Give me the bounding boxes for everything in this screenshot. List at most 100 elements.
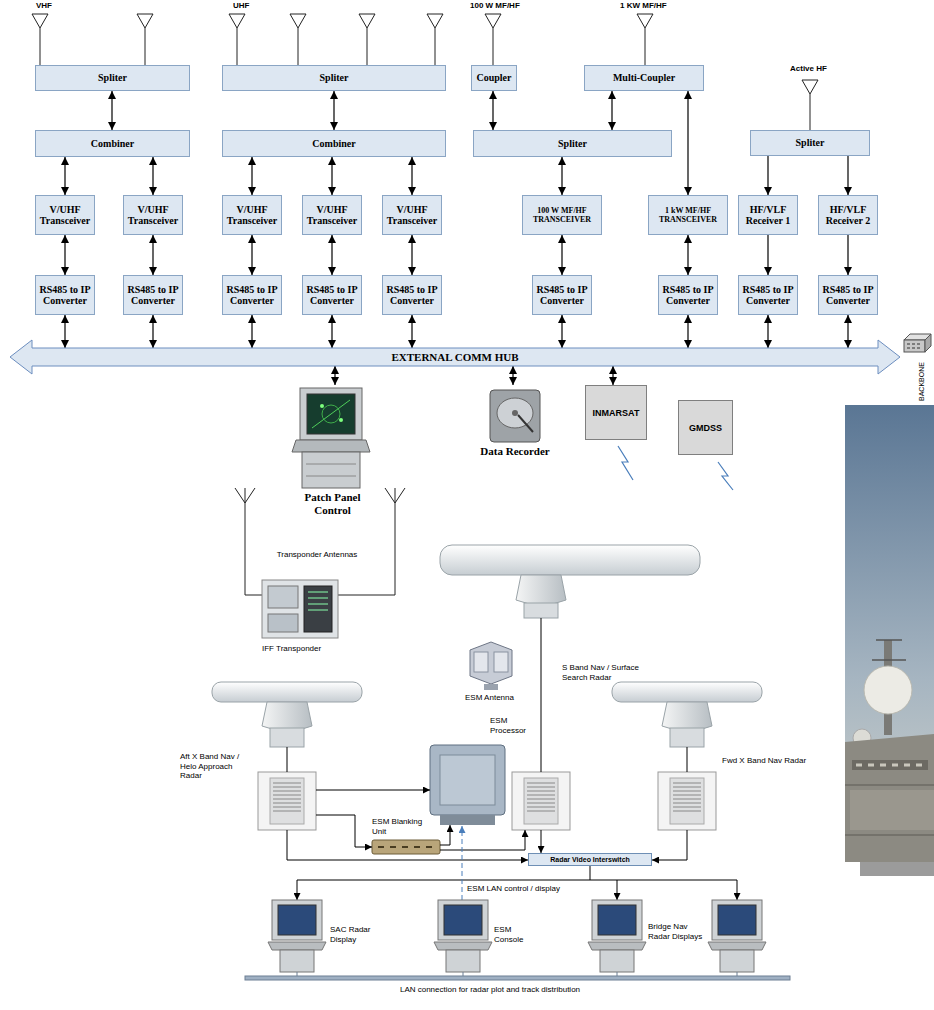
node-text: RS485 to IP Converter [125, 284, 181, 307]
connector-arrow [492, 91, 493, 130]
connector-arrow [333, 91, 334, 130]
esm-antenna [470, 642, 512, 684]
esm-antenna [474, 652, 488, 672]
ship-photo [872, 640, 906, 660]
receiver-box: HF/VLF Receiver 1 [738, 195, 798, 235]
node-text: RS485 to IP Converter [820, 284, 876, 307]
converter-box: RS485 to IP Converter [738, 275, 798, 315]
node-text: Data Recorder [480, 445, 549, 458]
converter-box: RS485 to IP Converter [35, 275, 95, 315]
connector-arrow [512, 366, 513, 385]
console-icon [302, 452, 360, 488]
connector-arrow [64, 235, 65, 275]
node-text: RS485 to IP Converter [534, 284, 590, 307]
combiner-box: Combiner [222, 130, 446, 157]
transceiver-box: V/UHF Transceiver [222, 195, 282, 235]
radar-wiring [541, 618, 542, 772]
esm-blanking-unit [378, 846, 432, 848]
radar-wiring [462, 826, 463, 900]
antenna-symbol [637, 14, 653, 65]
link-label: ESM LAN control / display [467, 884, 577, 894]
band-label: 100 W MF/HF [470, 1, 540, 11]
device-label: ESM Processor [490, 716, 535, 735]
splitter-box: Spliter [222, 65, 446, 91]
antenna-symbol [359, 14, 375, 65]
antenna-symbol [485, 14, 501, 65]
ship-photo [856, 764, 922, 767]
node-text: Patch Panel Control [285, 491, 380, 516]
converter-box: RS485 to IP Converter [658, 275, 718, 315]
antenna-symbol [802, 80, 818, 130]
node-text: RS485 to IP Converter [224, 284, 280, 307]
esm-processor [430, 745, 505, 815]
ship-photo [845, 405, 934, 876]
lightning-symbol [718, 462, 733, 490]
receiver-box: HF/VLF Receiver 2 [818, 195, 878, 235]
radar-wiring [737, 880, 738, 900]
antenna-symbol [290, 14, 306, 65]
iff-transponder-device [268, 586, 298, 608]
s-band-radar [516, 575, 566, 605]
coupler-box: Multi-Coupler [584, 65, 704, 91]
converter-box: RS485 to IP Converter [222, 275, 282, 315]
node-text: RS485 to IP Converter [740, 284, 796, 307]
node-text: Radar Video Interswitch [550, 856, 630, 863]
satcom-box: INMARSAT [585, 385, 647, 440]
hub-band: EXTERNAL COMM HUB [10, 348, 900, 366]
radar-wiring [652, 830, 687, 860]
node-text: 100 W MF/HF TRANSCEIVER [524, 206, 600, 224]
esm-processor [430, 745, 505, 825]
converter-box: RS485 to IP Converter [123, 275, 183, 315]
backbone-switch-icon [925, 334, 931, 352]
node-text: Spliter [558, 138, 587, 150]
connector-arrow [687, 315, 688, 348]
esm-processor [440, 755, 495, 805]
esm-antenna [494, 652, 508, 672]
antenna-symbol [427, 14, 443, 65]
hard-drive-icon [512, 410, 518, 416]
lan-bus [297, 972, 737, 976]
connector-arrow [334, 366, 335, 385]
lan-bus [245, 976, 790, 980]
connector-arrow [767, 235, 768, 275]
hard-drive-icon [518, 415, 533, 432]
node-text: INMARSAT [593, 408, 640, 418]
converter-box: RS485 to IP Converter [818, 275, 878, 315]
antenna-symbol [32, 14, 48, 65]
iff-transponder-device [262, 580, 338, 638]
s-band-radar [524, 603, 558, 618]
iff-transponder-device [308, 592, 328, 610]
connector-arrow [251, 235, 252, 275]
node-text: V/UHF Transceiver [304, 204, 360, 227]
console-icon [312, 400, 350, 428]
ship-photo [852, 760, 928, 770]
console-icon [322, 405, 340, 423]
console-icon [292, 388, 370, 488]
console-icon [300, 388, 362, 440]
connector-arrow [152, 235, 153, 275]
device-label: ESM Console [494, 925, 539, 944]
console-icon [307, 394, 355, 434]
node-text: V/UHF Transceiver [37, 204, 93, 227]
transceiver-box: 1 kW MF/HF TRANSCEIVER [648, 195, 728, 235]
radar-wiring [287, 830, 528, 860]
node-text: V/UHF Transceiver [384, 204, 440, 227]
node-text: EXTERNAL COMM HUB [391, 352, 518, 363]
radar-cabinet [512, 772, 570, 830]
device-label: IFF Transponder [262, 644, 342, 654]
connector-arrow [251, 157, 252, 195]
radar-display-console [588, 900, 646, 972]
connector-arrow [847, 315, 848, 348]
radar-wiring [287, 618, 737, 900]
iff-transponder-device [262, 580, 338, 638]
antenna-symbol [32, 14, 818, 130]
bus-label: LAN connection for radar plot and track … [290, 985, 690, 995]
radar-wiring [541, 830, 542, 853]
console-icon [306, 464, 356, 476]
transceiver-box: 100 W MF/HF TRANSCEIVER [522, 195, 602, 235]
transceiver-box: V/UHF Transceiver [123, 195, 183, 235]
node-text: Multi-Coupler [613, 72, 675, 84]
transceiver-box: V/UHF Transceiver [302, 195, 362, 235]
transponder-antennas [235, 488, 405, 595]
